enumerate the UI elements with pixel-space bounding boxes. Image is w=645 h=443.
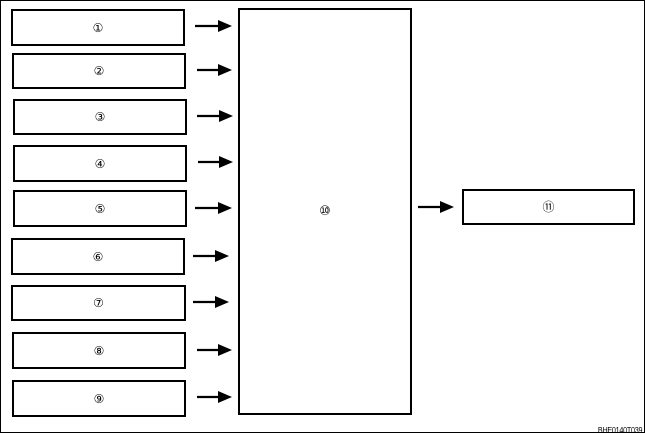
arrow-5 [195,202,232,214]
input-box-5: ⑤ [13,190,187,227]
arrow-2 [197,64,232,76]
input-label-2: ② [93,64,105,78]
input-label-5: ⑤ [94,201,106,216]
center-label: ⑩ [319,204,331,219]
input-box-7: ⑦ [11,285,186,321]
input-box-4: ④ [13,145,187,182]
input-box-9: ⑨ [12,380,186,417]
arrow-1 [195,20,232,32]
arrow-7 [193,296,229,308]
input-label-1: ① [92,20,104,35]
arrow-output [418,201,454,213]
input-box-3: ③ [13,99,187,135]
arrow-8 [197,344,232,356]
arrow-9 [197,391,232,403]
output-box: ⑪ [462,189,635,225]
input-label-6: ⑥ [92,249,104,264]
output-label: ⑪ [542,200,555,214]
arrow-6 [193,250,229,262]
input-label-8: ⑧ [93,343,105,358]
arrow-3 [197,110,233,122]
input-label-4: ④ [94,156,106,171]
figure-code: BHE0140T039 [597,426,643,435]
input-box-1: ① [11,9,185,46]
input-box-8: ⑧ [12,332,186,369]
input-box-6: ⑥ [11,238,185,275]
input-label-7: ⑦ [93,296,104,310]
center-box: ⑩ [238,8,412,415]
arrow-4 [198,156,233,168]
input-label-9: ⑨ [93,391,105,406]
input-label-3: ③ [94,110,106,124]
input-box-2: ② [12,53,186,89]
